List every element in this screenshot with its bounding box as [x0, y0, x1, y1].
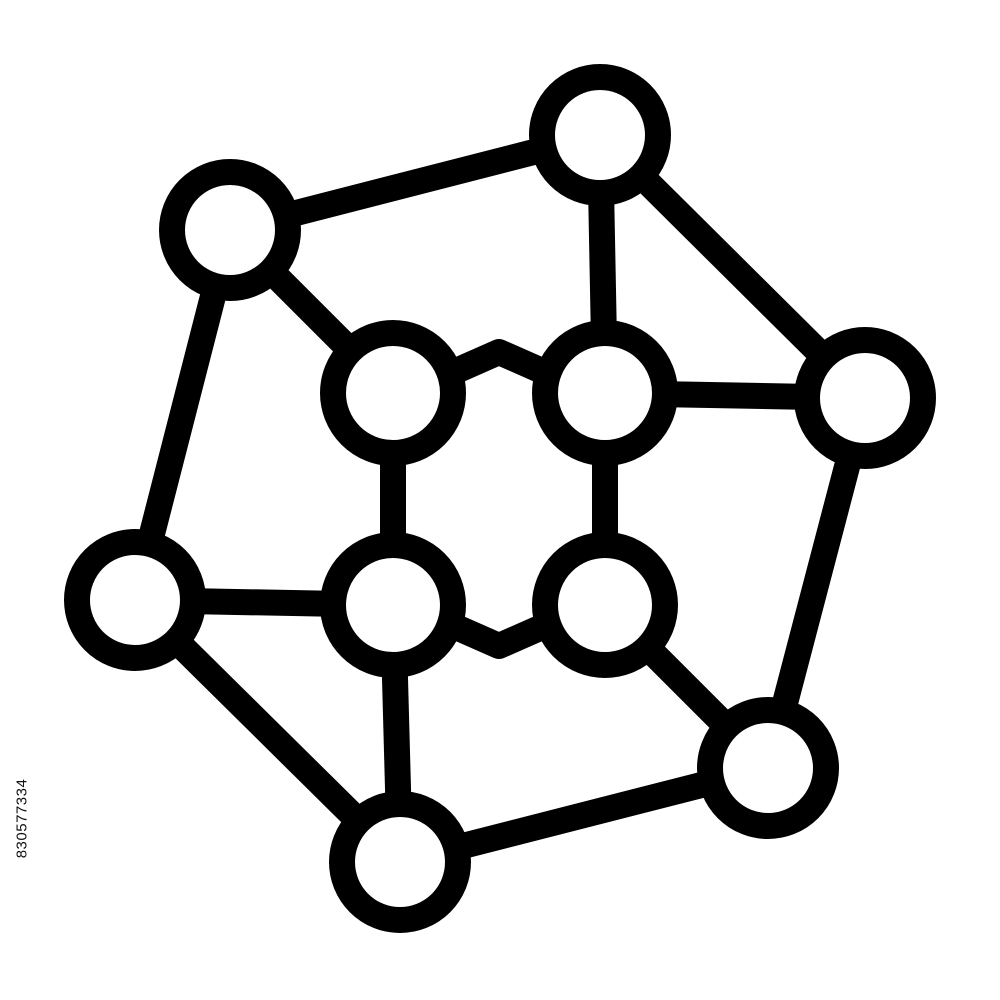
node-top	[529, 64, 671, 206]
stock-id-watermark: 830577334	[2, 766, 42, 870]
node-right	[794, 327, 936, 469]
stock-id-text: 830577334	[13, 778, 31, 858]
node-bottom	[329, 791, 471, 933]
node-top-left	[159, 159, 301, 301]
node-inner-top-left	[320, 320, 466, 466]
node-left	[64, 529, 206, 671]
node-inner-bottom-right	[532, 532, 678, 678]
node-inner-top-right	[532, 320, 678, 466]
node-bottom-right	[697, 697, 839, 839]
network-nodes	[64, 64, 936, 933]
node-inner-bottom-left	[320, 532, 466, 678]
